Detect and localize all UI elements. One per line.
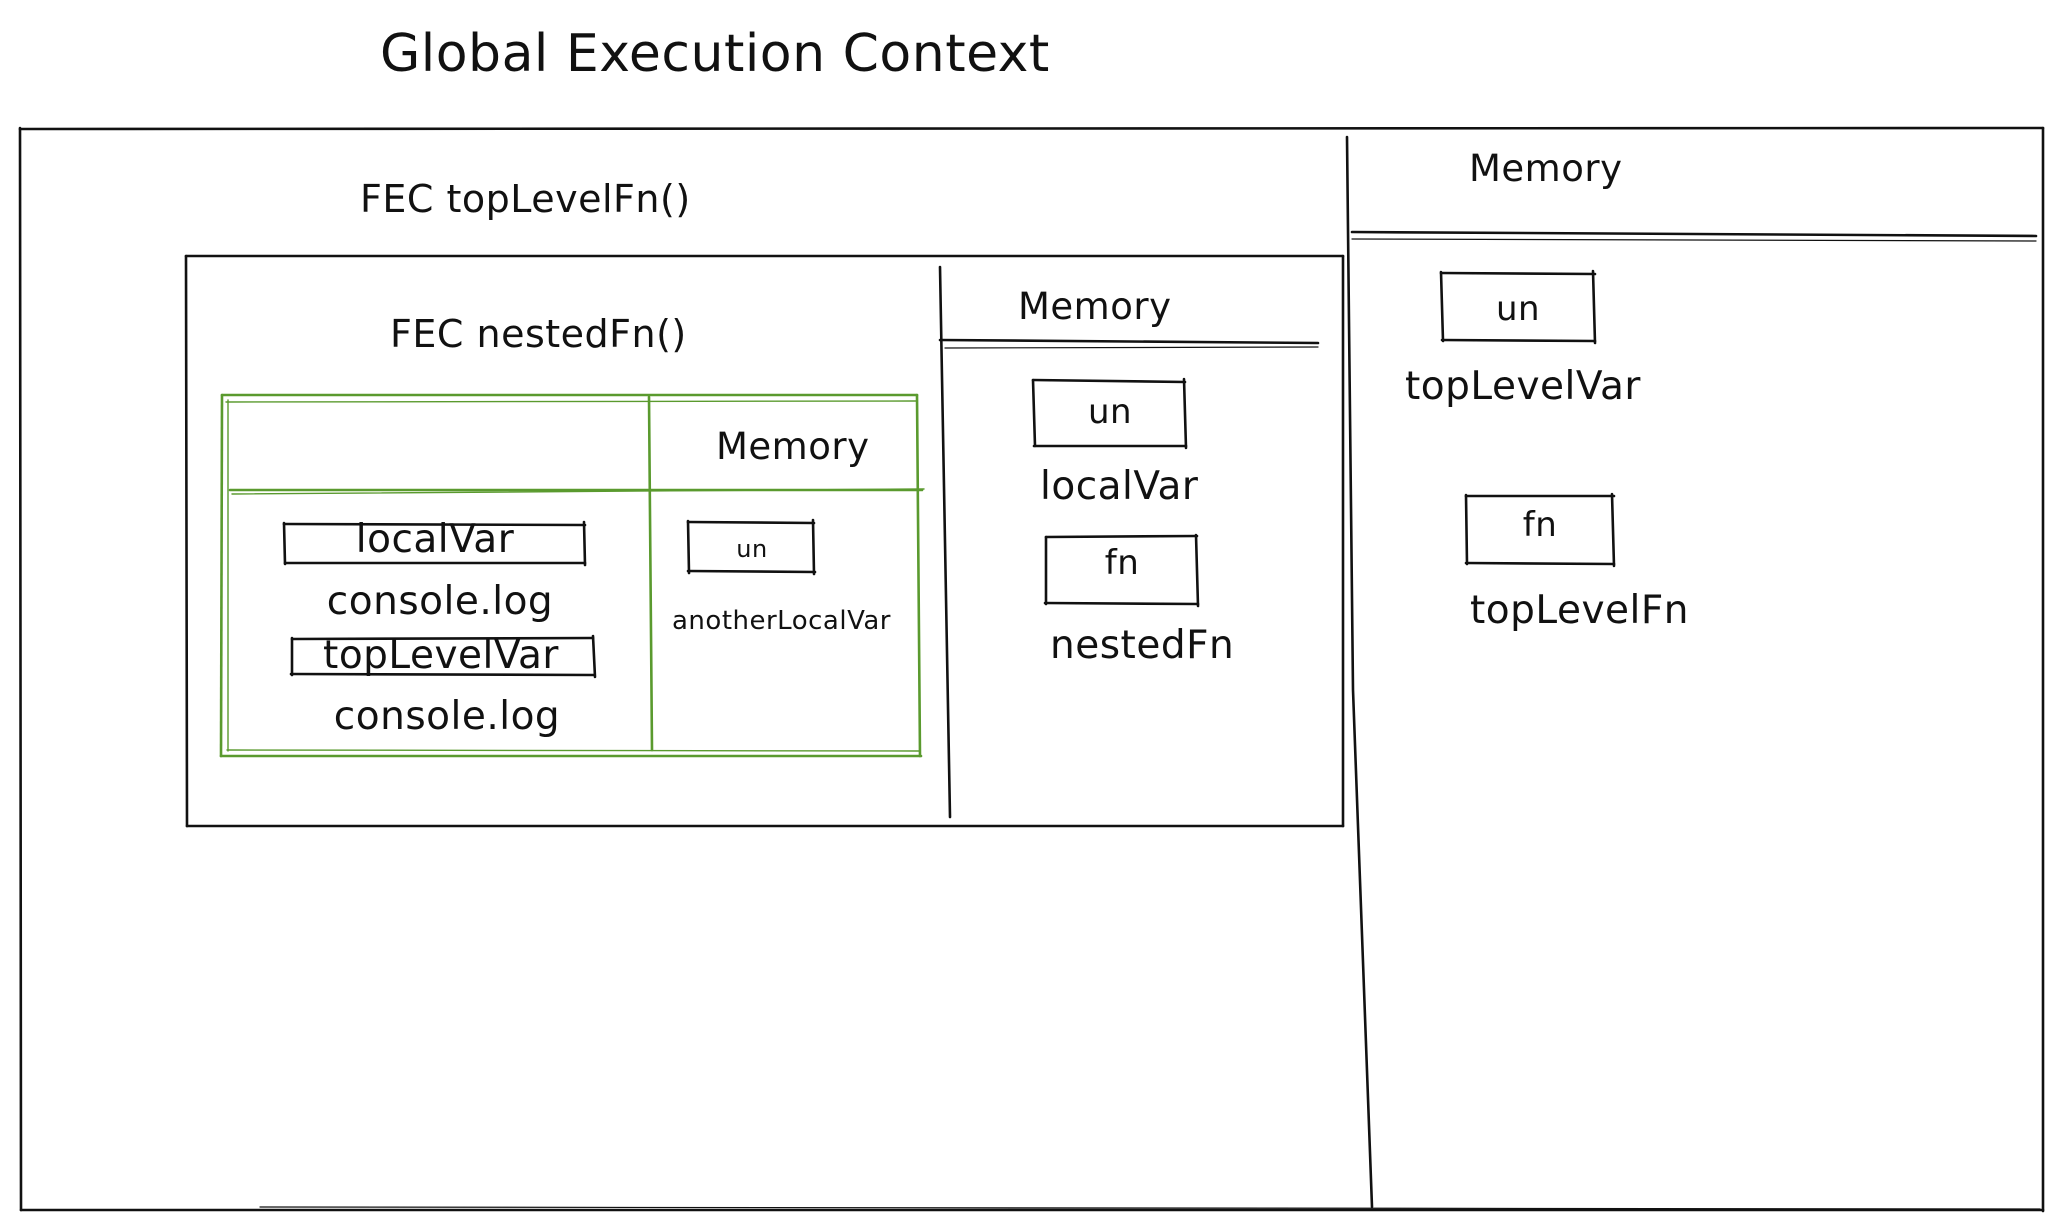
nested-memory-header: Memory: [716, 425, 870, 468]
global-memory-divider: [1345, 135, 2038, 1209]
nested-memory-slot-box: [686, 518, 817, 576]
nested-memory-slot-name-1: anotherLocalVar: [672, 606, 891, 636]
code-box-toplevelvar: [289, 634, 597, 679]
top-level-memory-slot-box-1: [1031, 377, 1188, 450]
nested-code-line-4: console.log: [333, 694, 561, 739]
diagram-title: Global Execution Context: [380, 24, 1050, 84]
top-level-memory-slot-name-2: nestedFn: [1050, 623, 1235, 668]
fec-top-level-fn-label: FEC topLevelFn(): [360, 177, 691, 221]
code-box-localvar: [282, 520, 587, 567]
global-memory-slot-box-2: [1464, 492, 1616, 568]
nested-code-line-3: topLevelVar: [323, 633, 559, 678]
global-memory-slot-name-2: topLevelFn: [1470, 588, 1690, 633]
global-memory-header: Memory: [1469, 147, 1623, 190]
nested-code-line-2: console.log: [326, 579, 554, 624]
top-level-memory-slot-name-1: localVar: [1040, 464, 1199, 509]
nested-code-line-1: localVar: [355, 517, 515, 562]
nested-memory-slot-value-1: un: [736, 535, 768, 563]
top-level-memory-slot-value-2: fn: [1104, 543, 1140, 583]
global-memory-slot-value-2: fn: [1522, 505, 1558, 545]
fec-nested-fn-frame: [219, 393, 925, 758]
fec-nested-fn-label: FEC nestedFn(): [390, 312, 687, 356]
fec-top-level-fn-frame: [184, 254, 1345, 828]
top-level-memory-header: Memory: [1018, 285, 1172, 328]
global-memory-slot-name-1: topLevelVar: [1405, 364, 1641, 409]
top-level-memory-slot-value-1: un: [1087, 392, 1133, 432]
global-memory-slot-value-1: un: [1495, 289, 1541, 329]
top-level-memory-slot-box-2: [1043, 533, 1200, 608]
global-memory-slot-box-1: [1439, 269, 1597, 345]
global-context-frame: [18, 126, 2045, 1213]
